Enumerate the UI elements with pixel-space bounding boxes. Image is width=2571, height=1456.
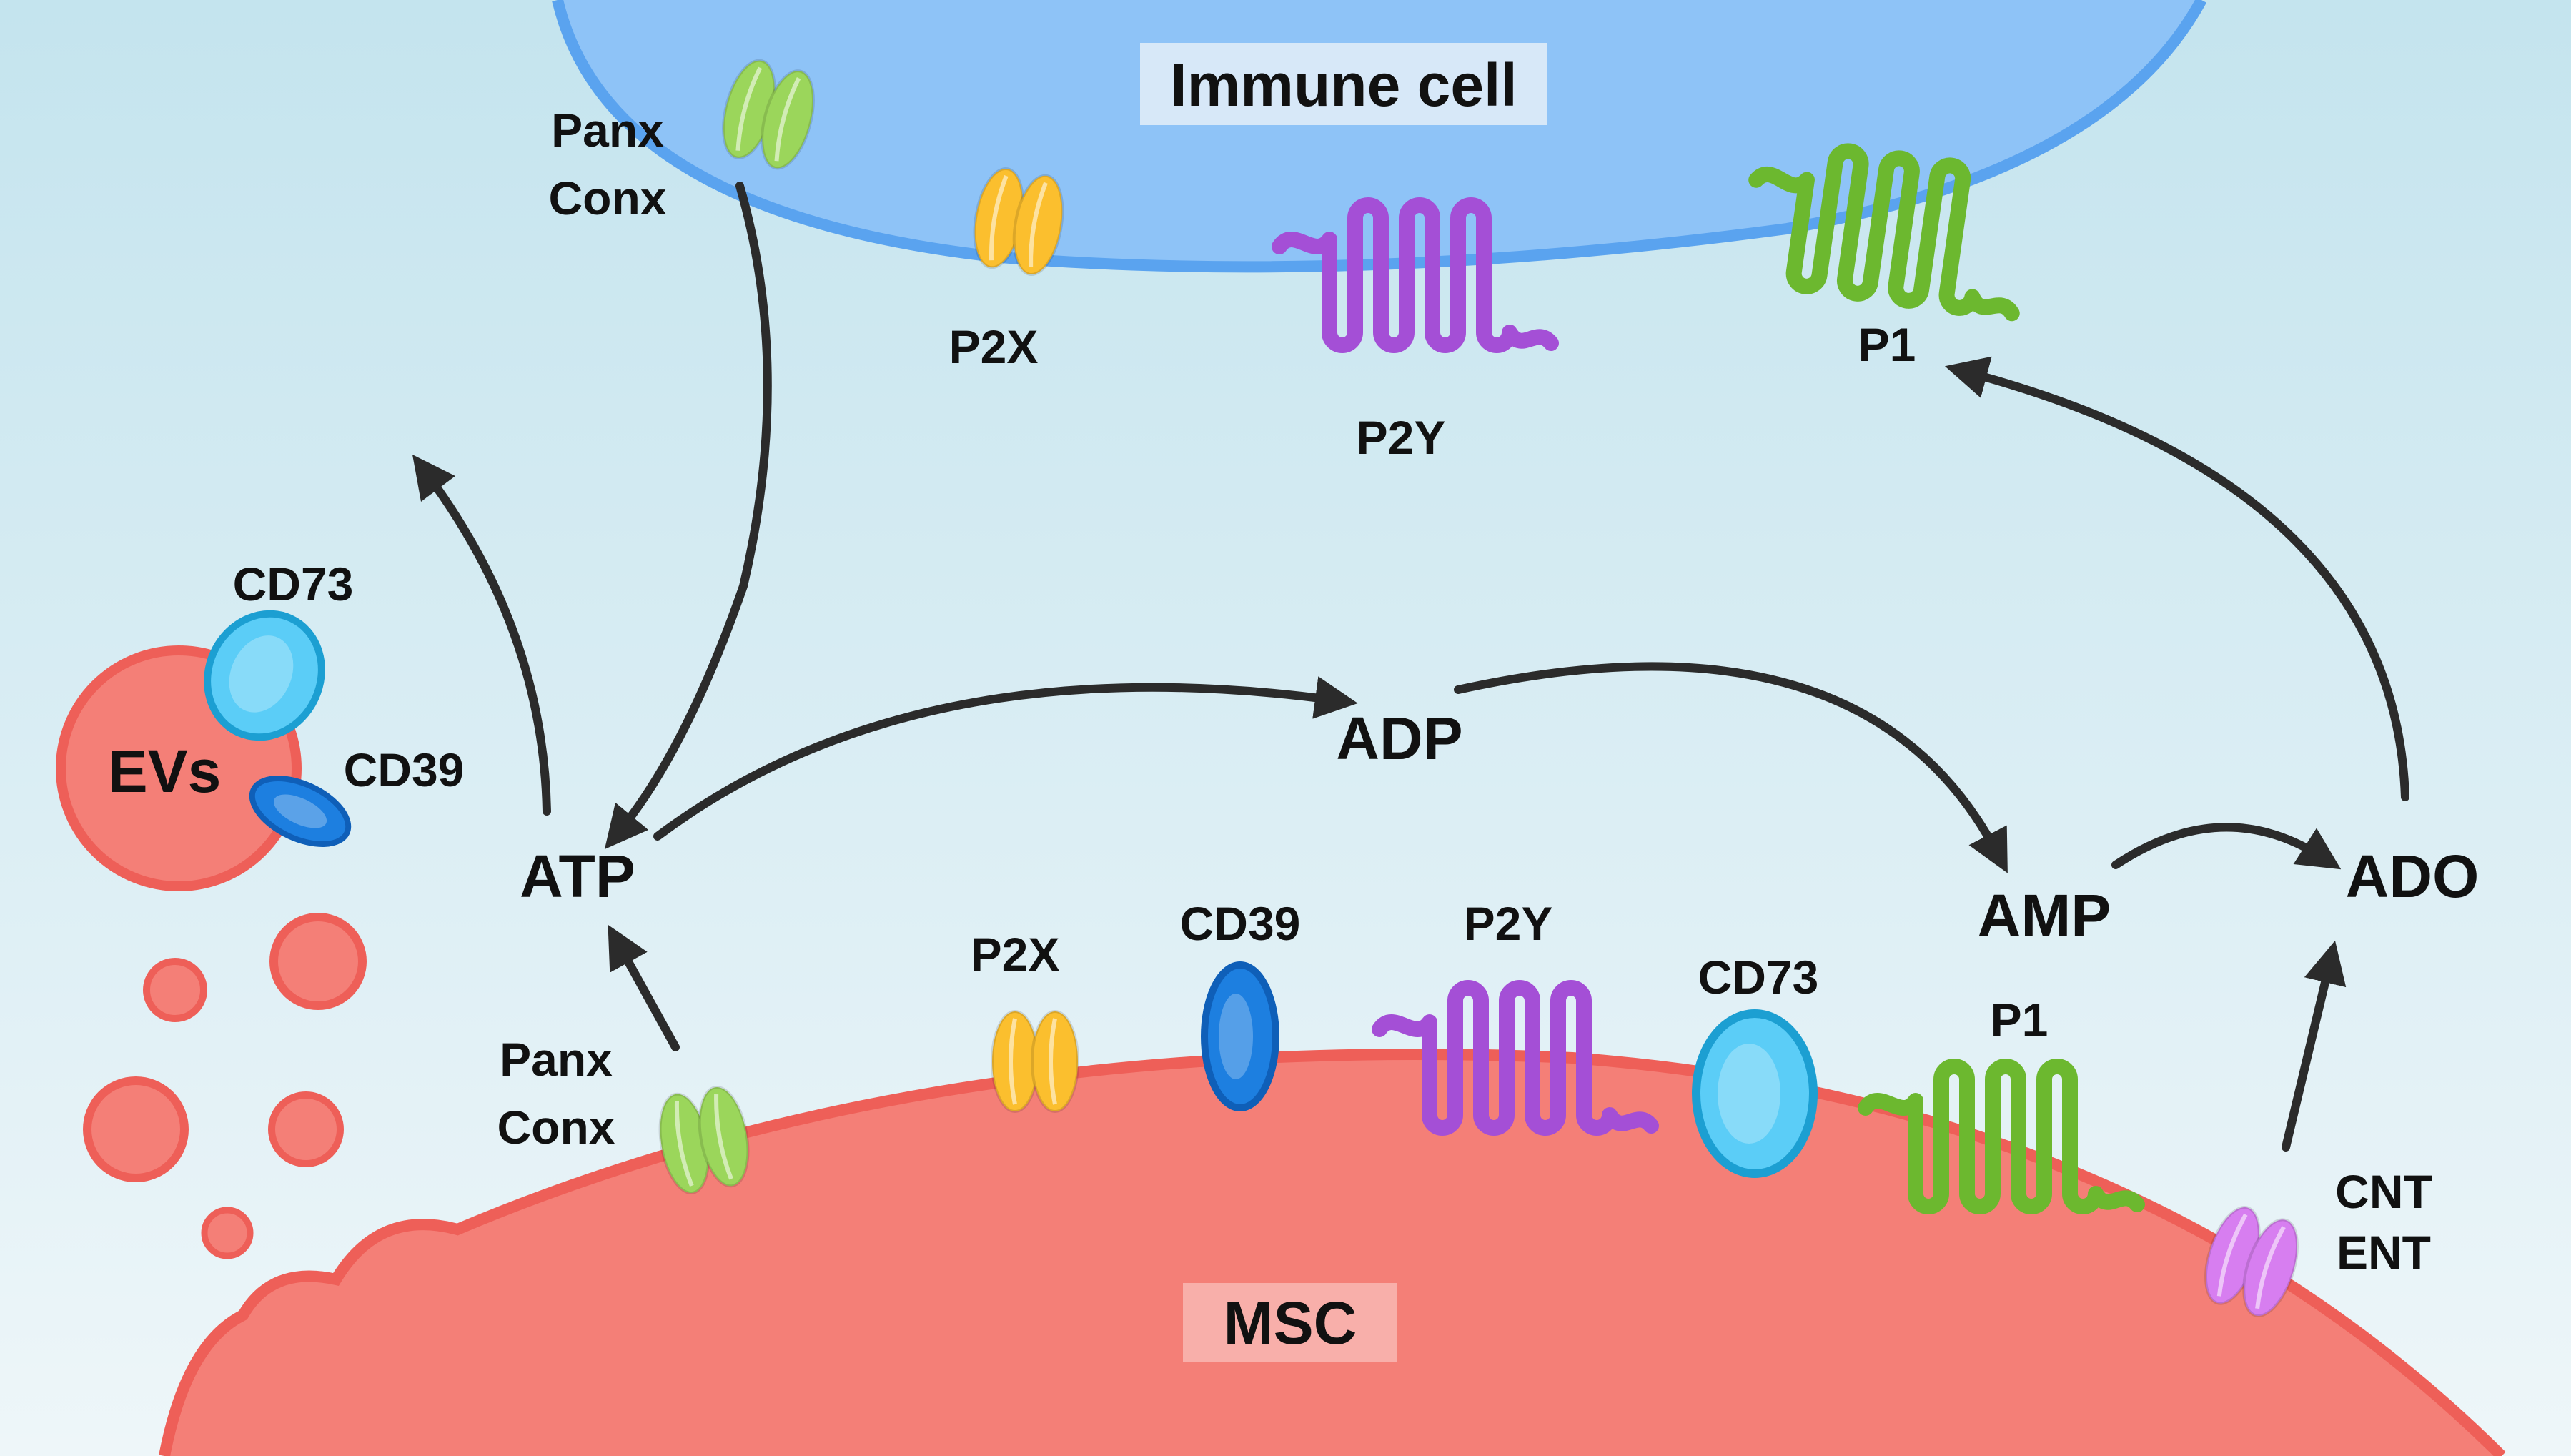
ev-small	[268, 1091, 344, 1167]
arrow-atp-up-to-release	[412, 454, 551, 816]
ev-small	[143, 958, 207, 1022]
amp-label: AMP	[1978, 882, 2111, 949]
arrow-msc-channel-to-atp	[608, 924, 680, 1051]
arrow-cnt-to-ado	[2282, 940, 2347, 1152]
pathway-arrows	[412, 182, 2409, 1152]
msc-p2x-label: P2X	[971, 928, 1060, 981]
arrow-atp-to-adp	[653, 676, 1358, 841]
ado-label: ADO	[2346, 843, 2480, 910]
ev-small	[269, 913, 367, 1010]
msc-cd39-icon	[1201, 961, 1279, 1111]
ev-cd39-label: CD39	[344, 743, 465, 796]
msc-conx-label: Conx	[497, 1101, 615, 1154]
arrow-ado-to-immune-p1	[1945, 356, 2409, 801]
immune-p2y-label: P2Y	[1357, 411, 1446, 464]
immune-cell-label: Immune cell	[1170, 51, 1517, 119]
immune-cell-membrane	[558, 0, 2201, 267]
msc-cd39-label: CD39	[1180, 897, 1301, 950]
evs-label: EVs	[108, 738, 222, 805]
ev-cd73-label: CD73	[233, 558, 354, 610]
arrow-adp-to-amp	[1454, 662, 2008, 873]
msc-ent-label: ENT	[2337, 1226, 2431, 1279]
immune-conx-label: Conx	[549, 172, 667, 224]
msc-cd73-label: CD73	[1698, 951, 1819, 1004]
immune-panx-label: Panx	[551, 104, 664, 157]
ev-small	[83, 1076, 189, 1182]
adp-label: ADP	[1336, 705, 1462, 772]
msc-label: MSC	[1224, 1289, 1357, 1357]
ev-cd73-icon	[204, 610, 325, 741]
arrow-amp-to-ado	[2111, 823, 2342, 870]
atp-label: ATP	[520, 843, 635, 910]
extracellular-vesicles: EVs CD73 CD39	[56, 558, 465, 1259]
arrow-immune-channel-to-atp	[604, 182, 772, 850]
immune-p1-label: P1	[1858, 318, 1916, 371]
msc-cd73-icon	[1692, 1009, 1818, 1178]
msc-panx-label: Panx	[500, 1033, 613, 1086]
msc-p1-label: P1	[1991, 994, 2049, 1046]
msc-p2y-label: P2Y	[1464, 897, 1553, 950]
msc-cnt-label: CNT	[2335, 1165, 2432, 1218]
ev-small	[201, 1207, 254, 1259]
ev-cd39-icon	[249, 776, 352, 847]
immune-p2x-label: P2X	[949, 320, 1039, 373]
